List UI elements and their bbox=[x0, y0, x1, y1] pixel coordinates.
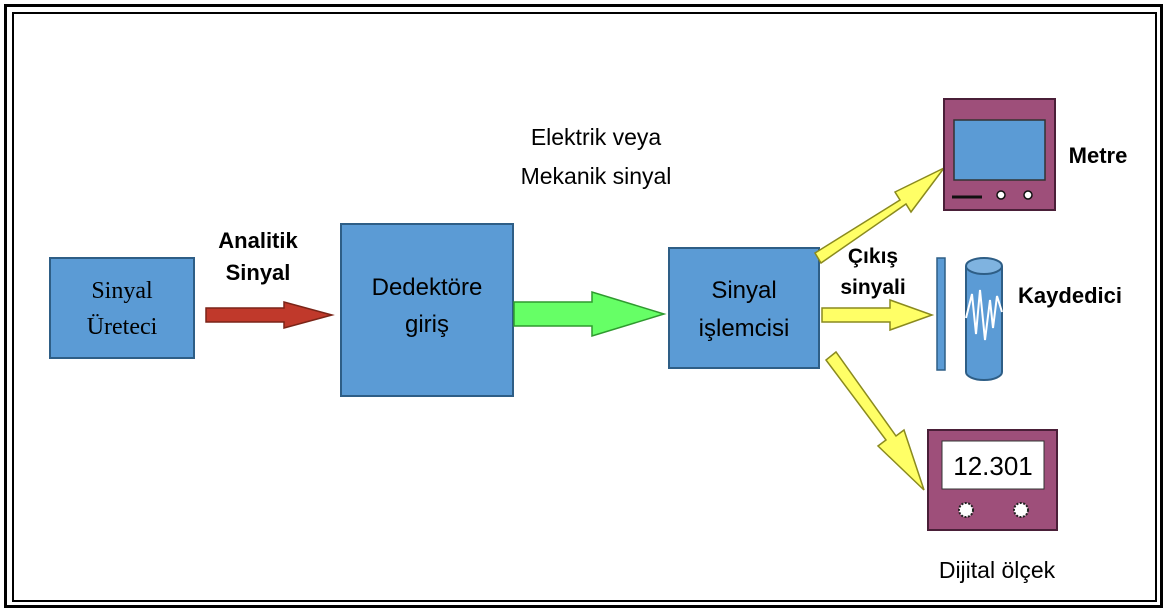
electric-signal-label-1: Elektrik veya bbox=[531, 124, 662, 150]
electric-signal-label-2: Mekanik sinyal bbox=[521, 163, 672, 189]
electric-signal-arrow bbox=[513, 290, 667, 338]
recorder-label: Kaydedici bbox=[1018, 283, 1122, 308]
detector-block: Dedektöre giriş bbox=[340, 223, 514, 397]
detector-label-1: Dedektöre bbox=[372, 274, 483, 301]
inner-frame bbox=[12, 12, 1157, 602]
processor-label-2: işlemcisi bbox=[699, 315, 790, 342]
analytic-signal-arrow bbox=[205, 301, 335, 329]
analytic-signal-label-2: Sinyal bbox=[226, 260, 291, 285]
output-arrow-to-recorder bbox=[821, 298, 935, 332]
detector-label-2: giriş bbox=[405, 311, 449, 338]
digital-scale-label: Dijital ölçek bbox=[939, 557, 1056, 583]
analytic-signal-label-1: Analitik bbox=[218, 228, 298, 253]
output-arrow-to-digital bbox=[824, 350, 925, 491]
digital-readout: 12.301 bbox=[953, 451, 1033, 481]
generator-label-1: Sinyal bbox=[91, 278, 153, 304]
output-signal-label-1: Çıkış bbox=[848, 245, 898, 268]
digital-display-device: 12.301 bbox=[927, 429, 1058, 531]
output-arrow-to-meter bbox=[813, 167, 945, 265]
signal-generator-block: Sinyal Üreteci bbox=[49, 257, 195, 359]
processor-label-1: Sinyal bbox=[711, 277, 776, 304]
meter-label: Metre bbox=[1069, 143, 1128, 168]
recorder-device bbox=[936, 257, 1003, 381]
signal-processor-block: Sinyal işlemcisi bbox=[668, 247, 820, 369]
meter-device bbox=[943, 98, 1056, 211]
generator-label-2: Üreteci bbox=[87, 314, 158, 340]
outer-frame bbox=[4, 4, 1163, 608]
output-signal-label-2: sinyali bbox=[840, 276, 905, 299]
